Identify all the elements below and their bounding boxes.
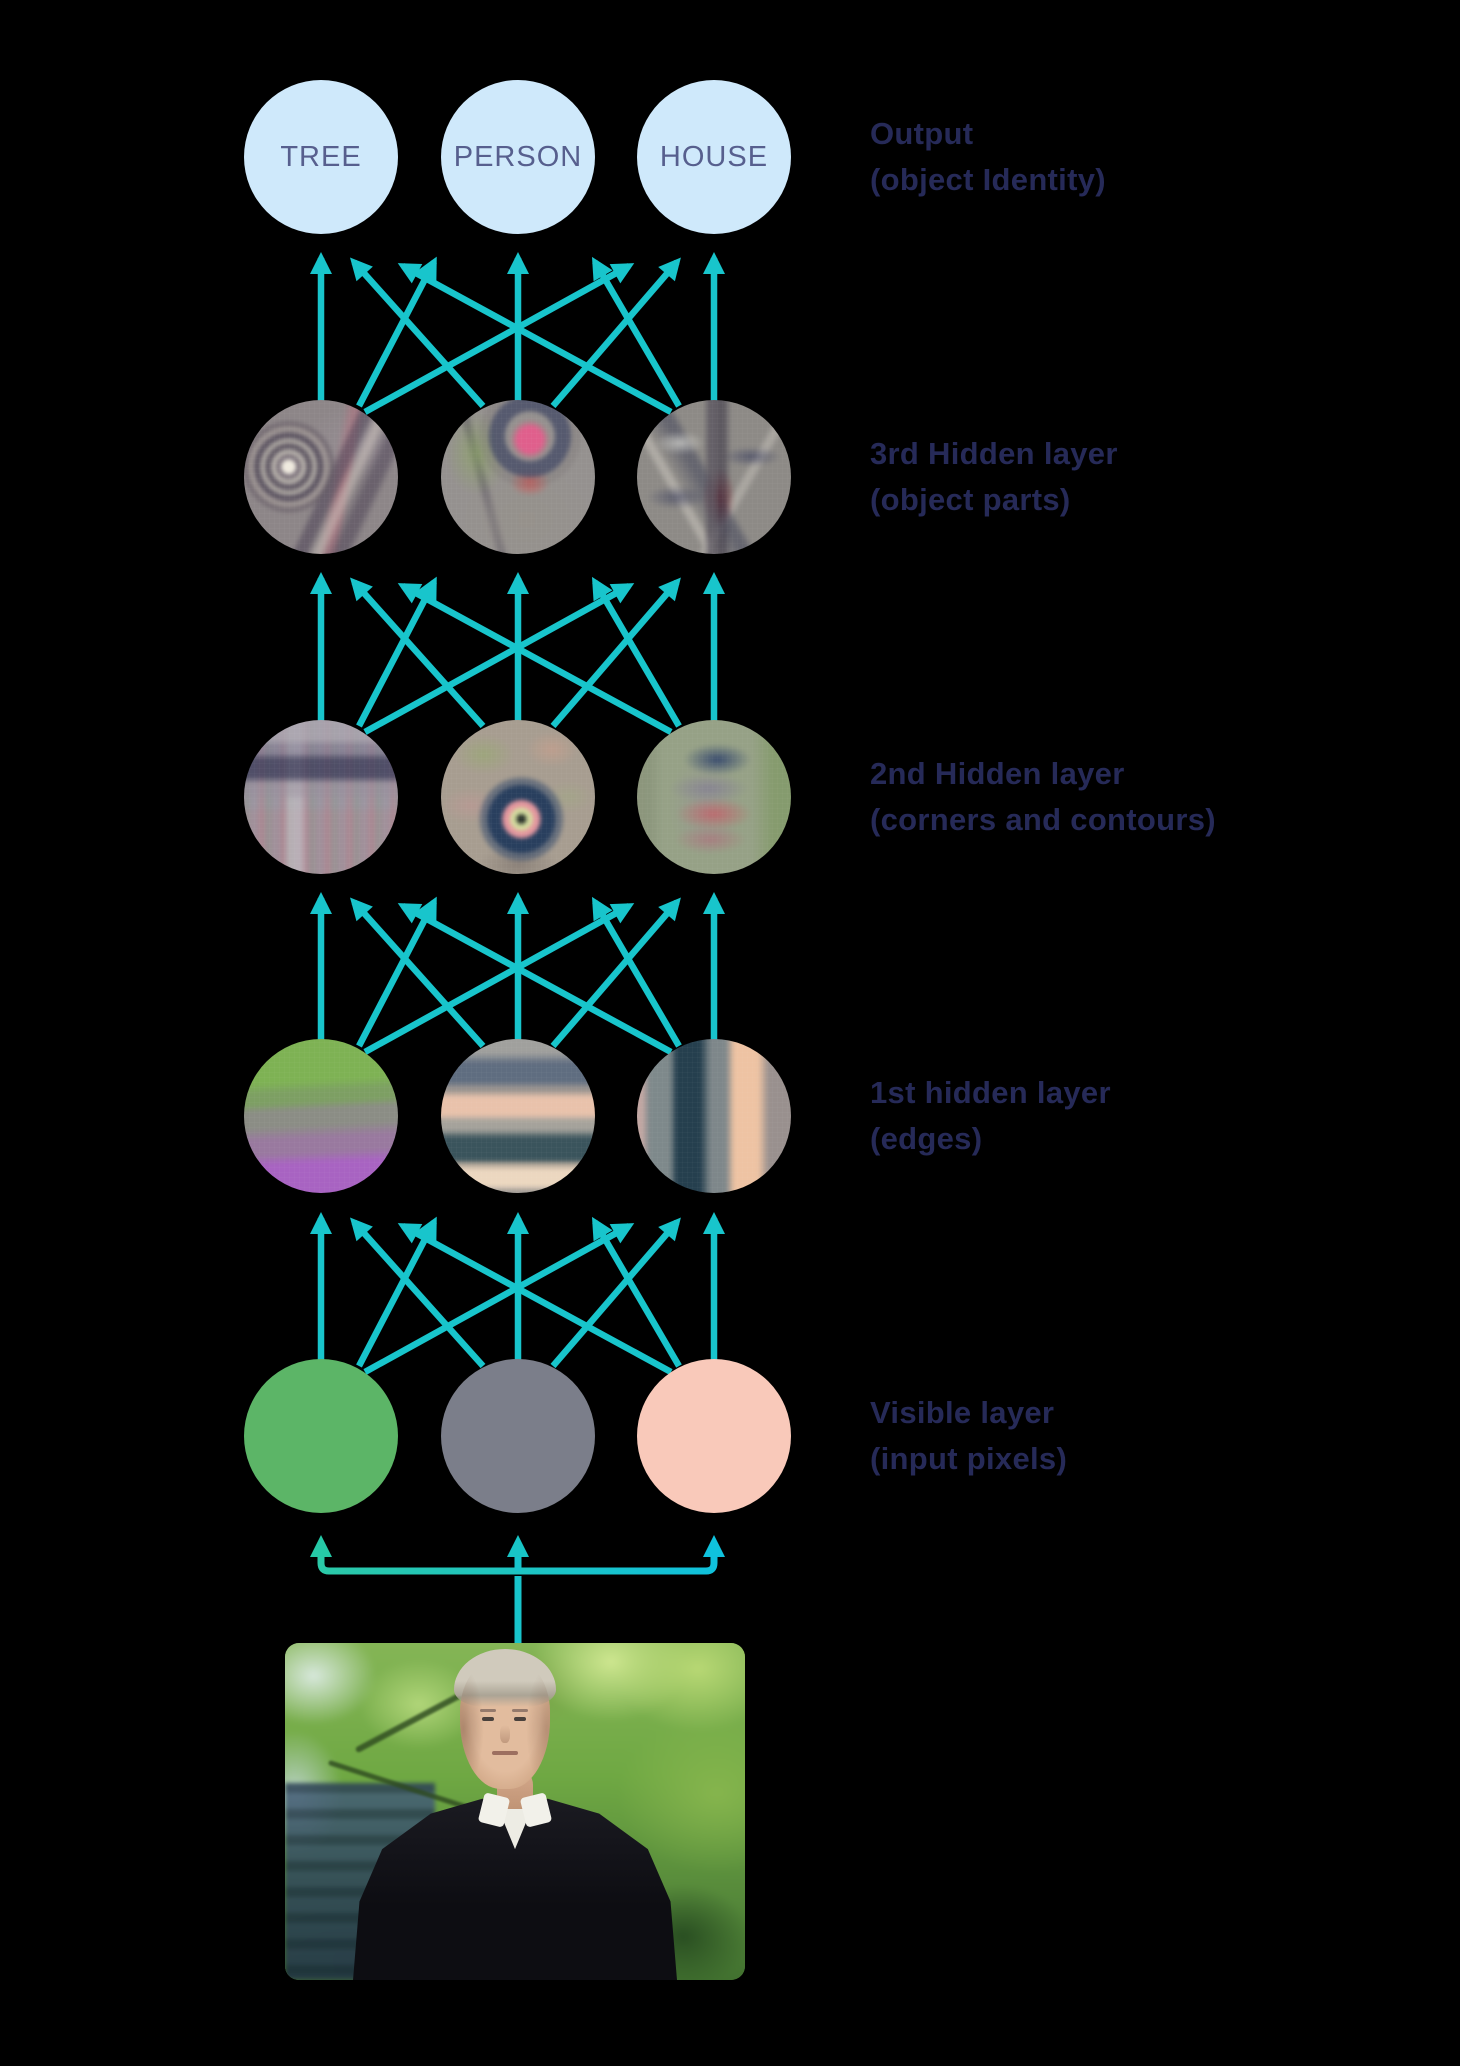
layer-label-visible: Visible layer (input pixels) <box>870 1390 1430 1482</box>
hidden2-node-2 <box>441 720 595 874</box>
hidden2-node-3 <box>637 720 791 874</box>
output-node-tree: TREE <box>244 80 398 234</box>
photo-person-eye <box>480 1709 496 1721</box>
layer-subtitle: (object Identity) <box>870 162 1106 197</box>
layer-subtitle: (edges) <box>870 1121 983 1156</box>
output-node-label: PERSON <box>453 140 583 173</box>
hidden2-node-1 <box>244 720 398 874</box>
hidden3-node-2 <box>441 400 595 554</box>
hidden1-node-2 <box>441 1039 595 1193</box>
layer-title: 1st hidden layer <box>870 1075 1111 1110</box>
arrowhead-left <box>310 1535 332 1557</box>
layer-title: Output <box>870 116 974 151</box>
input-photo <box>285 1643 745 1980</box>
photo-person-mouth <box>492 1751 518 1755</box>
photo-to-visible-connector <box>310 1535 725 1646</box>
layer-label-hidden1: 1st hidden layer (edges) <box>870 1070 1430 1162</box>
layer-subtitle: (input pixels) <box>870 1441 1068 1476</box>
photo-person-head <box>454 1649 556 1789</box>
photo-person-nose <box>500 1725 510 1743</box>
hidden3-node-1 <box>244 400 398 554</box>
arrowhead-center <box>507 1535 529 1557</box>
visible-node-green <box>244 1359 398 1513</box>
layer-title: 2nd Hidden layer <box>870 756 1125 791</box>
layer-title: 3rd Hidden layer <box>870 436 1118 471</box>
visible-node-peach <box>637 1359 791 1513</box>
hidden1-node-3 <box>637 1039 791 1193</box>
output-node-label: HOUSE <box>659 140 769 173</box>
layer-label-hidden3: 3rd Hidden layer (object parts) <box>870 431 1430 523</box>
layer-connections <box>310 252 725 415</box>
hidden3-node-3 <box>637 400 791 554</box>
output-node-house: HOUSE <box>637 80 791 234</box>
layer-label-output: Output (object Identity) <box>870 111 1430 203</box>
hidden1-node-1 <box>244 1039 398 1193</box>
layer-subtitle: (corners and contours) <box>870 802 1216 837</box>
layer-title: Visible layer <box>870 1395 1055 1430</box>
output-node-label: TREE <box>280 140 362 173</box>
arrowhead-right <box>703 1535 725 1557</box>
layer-label-hidden2: 2nd Hidden layer (corners and contours) <box>870 751 1430 843</box>
visible-node-gray <box>441 1359 595 1513</box>
photo-person-eye <box>512 1709 528 1721</box>
output-node-person: PERSON <box>441 80 595 234</box>
layer-subtitle: (object parts) <box>870 482 1071 517</box>
